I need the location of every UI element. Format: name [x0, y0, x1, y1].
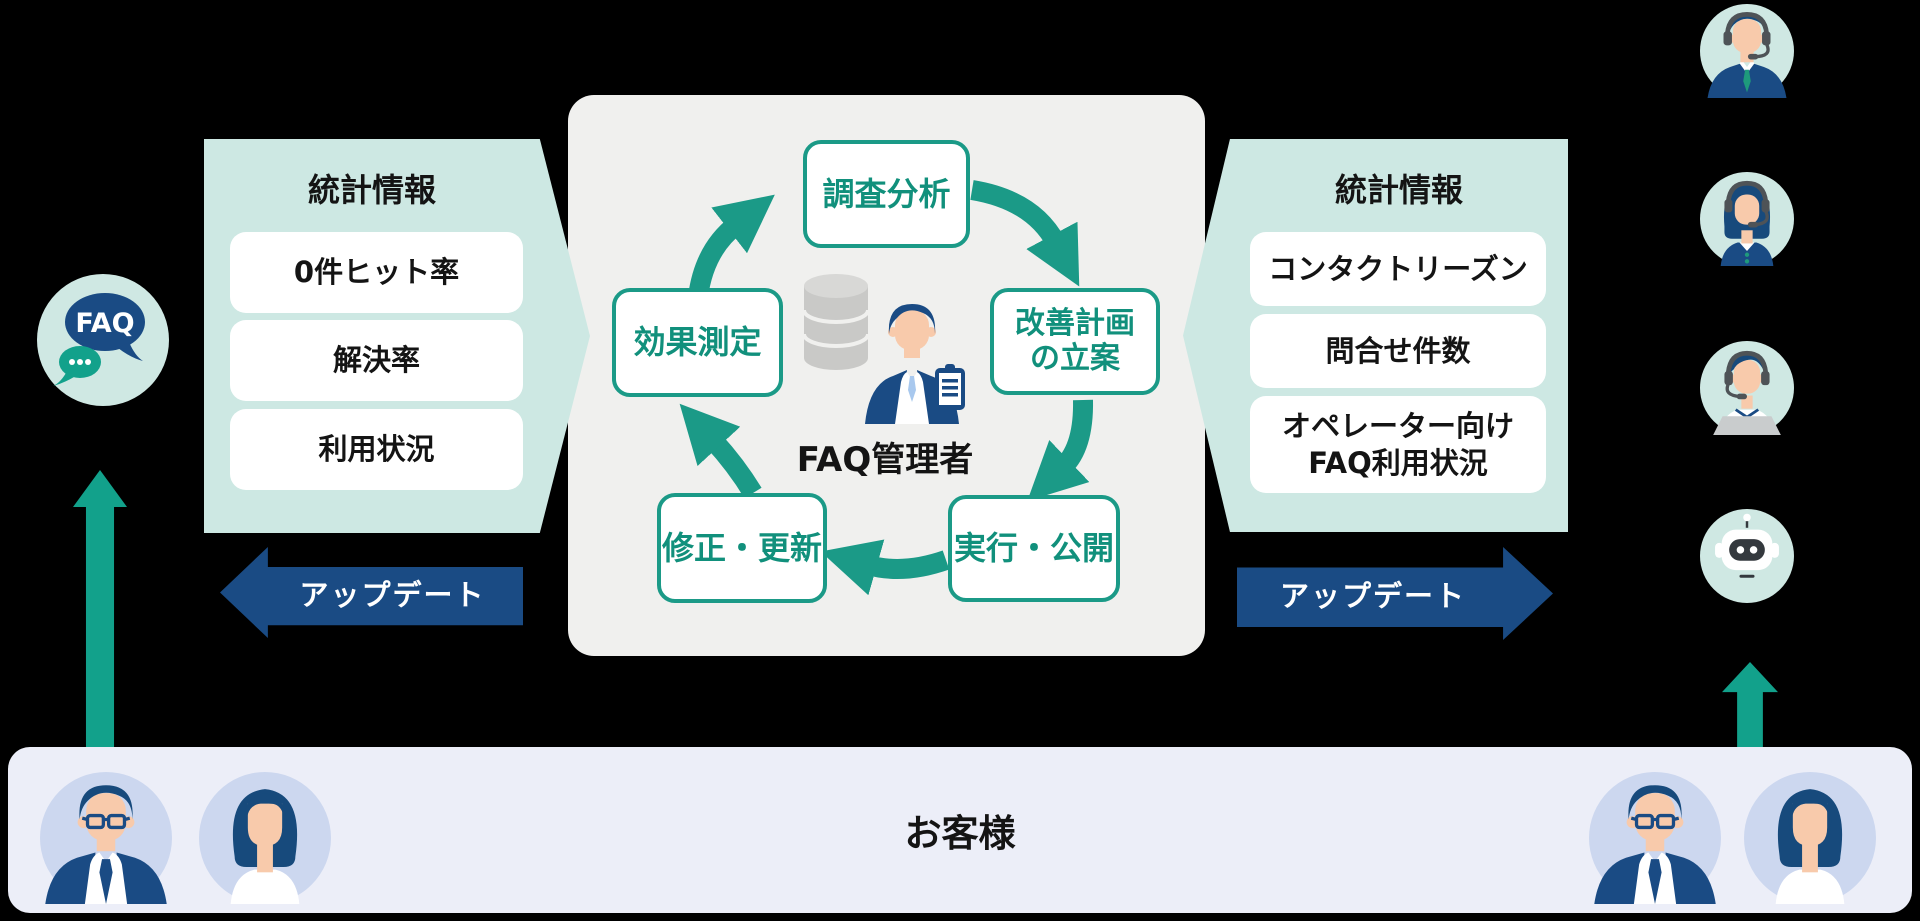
- customer-man-icon: [1589, 772, 1721, 904]
- database-icon: [801, 272, 871, 372]
- cycle-step-label: 修正・更新: [661, 528, 822, 567]
- manager-label: FAQ管理者: [796, 440, 974, 480]
- cycle-step-revise: 修正・更新: [657, 493, 827, 603]
- faq-bubble-label: FAQ: [75, 308, 134, 339]
- left-panel-title: 統計情報: [307, 171, 436, 209]
- update-arrow-left: アップデート: [220, 547, 523, 638]
- update-arrow-label: アップデート: [299, 577, 486, 612]
- cycle-step-plan: 改善計画 の立案: [990, 288, 1160, 395]
- cycle-step-research: 調査分析: [803, 140, 970, 248]
- left-stats-panel: 統計情報 0件ヒット率 解決率 利用状況: [204, 139, 590, 533]
- up-arrow-left-icon: [73, 470, 127, 748]
- customer-woman-icon: [1744, 772, 1876, 904]
- operator-male-headset-icon: [1700, 4, 1794, 98]
- update-arrow-label: アップデート: [1279, 578, 1466, 613]
- cycle-step-label: 調査分析: [822, 174, 951, 213]
- cycle-step-label: 実行・公開: [953, 529, 1114, 568]
- customer-man-icon: [40, 772, 172, 904]
- up-arrow-right-icon: [1722, 662, 1778, 748]
- right-stats-panel: 統計情報 コンタクトリーズン 問合せ件数 オペレーター向け FAQ利用状況: [1183, 139, 1568, 532]
- stat-item-inquiry-count: 問合せ件数: [1250, 314, 1546, 388]
- chatbot-robot-icon: [1700, 509, 1794, 603]
- stat-item-line2: FAQ利用状況: [1308, 445, 1488, 480]
- cycle-step-label-line2: の立案: [1030, 340, 1120, 376]
- operator-female-headset-icon: [1700, 172, 1794, 266]
- right-panel-title: 統計情報: [1334, 171, 1463, 209]
- stat-item-line1: オペレーター向け: [1281, 409, 1514, 444]
- cycle-step-execute: 実行・公開: [948, 495, 1120, 602]
- cycle-step-label-line1: 改善計画: [1015, 306, 1135, 341]
- cycle-step-measure: 効果測定: [612, 288, 783, 397]
- stat-item-usage: 利用状況: [230, 409, 523, 490]
- faq-speech-icon: FAQ: [37, 274, 169, 406]
- customer-woman-icon: [199, 772, 331, 904]
- operator-laptop-headset-icon: [1700, 341, 1794, 435]
- stat-item-contact-reason: コンタクトリーズン: [1250, 232, 1546, 306]
- stat-item-operator-faq-usage: オペレーター向け FAQ利用状況: [1250, 396, 1546, 493]
- stat-item-resolution-rate: 解決率: [230, 320, 523, 401]
- faq-manager-icon: [851, 298, 977, 424]
- stat-item-zero-hit-rate: 0件ヒット率: [230, 232, 523, 313]
- update-arrow-right: アップデート: [1237, 547, 1553, 640]
- customers-label: お客様: [904, 812, 1016, 855]
- cycle-arrows: [679, 180, 1094, 596]
- customers-band: お客様: [8, 747, 1912, 913]
- cycle-step-label: 効果測定: [633, 323, 762, 362]
